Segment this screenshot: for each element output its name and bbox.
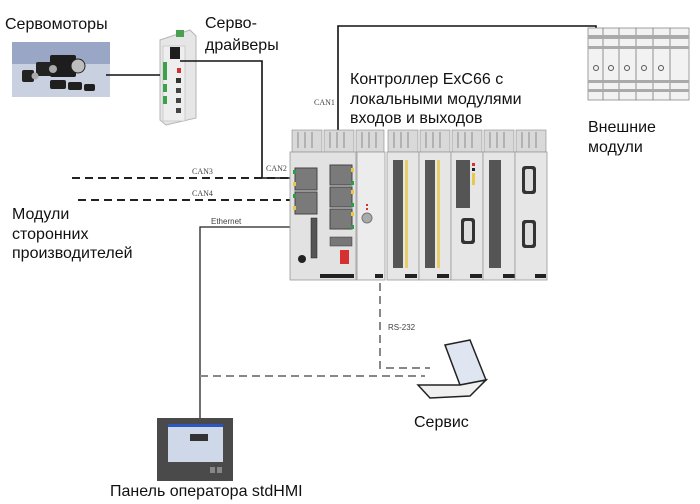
controller-rack — [289, 129, 548, 281]
can2-cable — [180, 60, 298, 179]
service-label: Сервис — [414, 414, 469, 431]
laptop-image — [416, 339, 489, 399]
can4-tag: CAN4 — [192, 189, 213, 198]
servodrives-label-line2: драйверы — [205, 37, 279, 54]
controller-label-line1: Контроллер ExC66 с — [350, 71, 504, 88]
controller-label-line2: локальными модулями — [350, 91, 522, 108]
operator-panel-image — [157, 418, 233, 481]
thirdparty-label-line1: Модули — [12, 206, 70, 223]
thirdparty-label-line2: сторонних — [12, 226, 89, 243]
servodrive-image — [159, 29, 197, 126]
can1-tag: CAN1 — [314, 98, 335, 107]
ethernet-tag: Ethernet — [211, 217, 242, 226]
external-modules-label-line2: модули — [588, 139, 643, 156]
controller-label-line3: входов и выходов — [350, 110, 483, 127]
operator-panel-label: Панель оператора stdHMI — [110, 483, 303, 500]
servomotors-image — [12, 42, 110, 97]
servodrives-label-line1: Серво- — [205, 15, 257, 32]
can3-tag: CAN3 — [192, 167, 213, 176]
external-modules-label-line1: Внешние — [588, 119, 656, 136]
rs232-tag: RS-232 — [388, 323, 416, 332]
external-modules-image — [587, 27, 690, 101]
servomotors-label: Сервомоторы — [5, 16, 108, 33]
thirdparty-label-line3: производителей — [12, 245, 133, 262]
can2-tag: CAN2 — [266, 164, 287, 173]
